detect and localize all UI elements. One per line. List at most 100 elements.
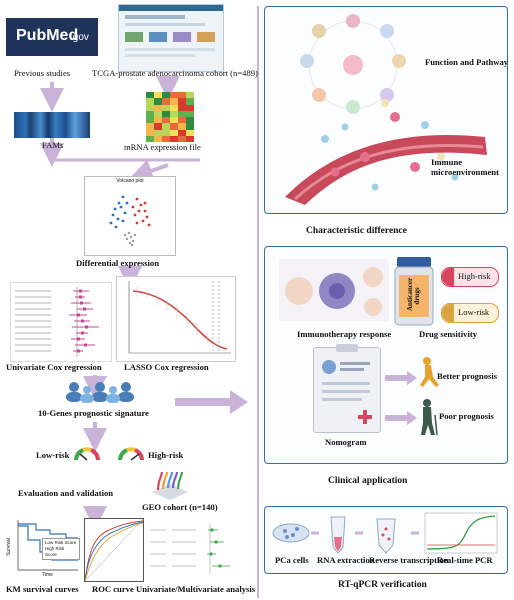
label-differential-expression: Differential expression [76, 258, 159, 268]
heatmap-cell [162, 110, 170, 117]
high-risk-gauge-icon [118, 446, 144, 462]
heatmap-cell [154, 98, 162, 105]
heatmap-cell [162, 129, 170, 136]
high-risk-pill-label: High-risk [458, 271, 491, 281]
heatmap-cell [170, 92, 178, 99]
heatmap-cell [178, 123, 186, 130]
heatmap-cell [154, 123, 162, 130]
panel-rtqpcr: PCa cells RNA extraction Reverse transcr… [264, 506, 508, 574]
heatmap-cell [186, 117, 194, 124]
label-roc-curve: ROC curve [92, 584, 134, 594]
uni-multi-forest-table [146, 520, 234, 578]
label-tcga-cohort: TCGA-prostate adenocarcinoma cohort (n=4… [92, 68, 258, 78]
heatmap-cell [170, 123, 178, 130]
heatmap-cell [178, 104, 186, 111]
label-evaluation: Evaluation and validation [18, 488, 114, 498]
volcano-title: Volcano plot [116, 178, 144, 184]
down-arrows [40, 76, 180, 530]
panel-clinical-application: Anticancer drugs High-risk Low-risk Immu… [264, 246, 508, 464]
label-uni-multi: Univariate/Multivariate analysis [136, 584, 256, 594]
label-low-risk: Low-risk [36, 450, 70, 460]
label-function-pathway: Function and Pathway [425, 57, 509, 67]
heatmap-cell [186, 92, 194, 99]
label-mrna-file: mRNA expression file [124, 142, 201, 152]
heatmap-cell [146, 123, 154, 130]
pubmed-logo-text: PubMed [16, 27, 79, 44]
roc-plot [84, 518, 144, 582]
km-ylabel: Survival [5, 538, 12, 556]
heatmap-cell [178, 117, 186, 124]
pubmed-logo: PubMed .gov [6, 18, 98, 56]
label-signature: 10-Genes prognostic signature [38, 408, 149, 418]
heatmap-cell [186, 123, 194, 130]
fams-heatmap [14, 112, 90, 138]
univariate-forest-plot [10, 282, 112, 362]
tcga-portal-screenshot [118, 4, 224, 72]
label-drug-sensitivity: Drug sensitivity [419, 329, 478, 339]
label-univariate-cox: Univariate Cox regression [6, 362, 102, 372]
heatmap-cell [154, 104, 162, 111]
hallmarks-ring [285, 14, 487, 205]
heatmap-cell [146, 104, 154, 111]
prognosis-arrows [385, 357, 439, 436]
km-xlabel: Time [42, 572, 53, 578]
heatmap-cell [186, 135, 194, 142]
heatmap-cell [154, 129, 162, 136]
heatmap-cell [162, 98, 170, 105]
label-high-risk: High-risk [148, 450, 184, 460]
heatmap-cell [146, 98, 154, 105]
heatmap-cell [154, 135, 162, 142]
nomogram-clipboard-icon [313, 344, 381, 433]
low-risk-gauge-icon [74, 446, 100, 462]
heatmap-cell [146, 135, 154, 142]
label-fams: FAMs [42, 140, 64, 150]
heatmap-cell [162, 123, 170, 130]
low-risk-pill-label: Low-risk [458, 307, 490, 317]
title-clinical-application: Clinical application [328, 476, 408, 486]
km-legend-low: Low Risk Score [45, 540, 77, 545]
label-nomogram: Nomogram [325, 437, 367, 447]
heatmap-cell [170, 129, 178, 136]
title-characteristic-difference: Characteristic difference [306, 226, 407, 236]
heatmap-cell [162, 104, 170, 111]
heatmap-cell [146, 117, 154, 124]
people-group-icon [60, 380, 140, 404]
label-geo-cohort: GEO cohort (n=140) [142, 502, 218, 512]
pubmed-logo-suffix: .gov [70, 32, 89, 43]
km-survival-plot: Survival Time Low Risk Score High Risk S… [6, 518, 80, 580]
volcano-plot: Volcano plot [84, 176, 176, 256]
volcano-points [109, 195, 151, 247]
label-previous-studies: Previous studies [14, 68, 71, 78]
heatmap-cell [178, 98, 186, 105]
heatmap-cell [186, 129, 194, 136]
low-risk-pill: Low-risk [441, 303, 499, 323]
geo-microarray-icon [150, 470, 190, 500]
title-rtqpcr: RT-qPCR verification [338, 580, 427, 590]
heatmap-cell [154, 110, 162, 117]
heatmap-cell [186, 110, 194, 117]
heatmap-cell [170, 135, 178, 142]
heatmap-cell [170, 117, 178, 124]
label-realtime-pcr: Real-time PCR [437, 555, 493, 565]
label-km-curves: KM survival curves [6, 584, 79, 594]
heatmap-cell [162, 117, 170, 124]
panel-characteristic-difference: Function and Pathway Immune microenviron… [264, 6, 508, 214]
km-legend-high: High Risk Score [45, 546, 65, 557]
label-pca-cells: PCa cells [275, 555, 309, 565]
heatmap-cell [146, 129, 154, 136]
heatmap-cell [186, 98, 194, 105]
heatmap-cell [178, 129, 186, 136]
heatmap-cell [170, 104, 178, 111]
label-lasso-cox: LASSO Cox regression [124, 362, 209, 372]
mrna-heatmap [146, 92, 194, 142]
heatmap-cell [146, 110, 154, 117]
heatmap-cell [186, 104, 194, 111]
label-poor-prognosis: Poor prognosis [439, 411, 494, 421]
label-rna-extraction: RNA extraction [317, 555, 375, 565]
heatmap-cell [154, 117, 162, 124]
heatmap-cell [162, 92, 170, 99]
heatmap-cell [178, 135, 186, 142]
heatmap-cell [154, 92, 162, 99]
heatmap-cell [170, 110, 178, 117]
